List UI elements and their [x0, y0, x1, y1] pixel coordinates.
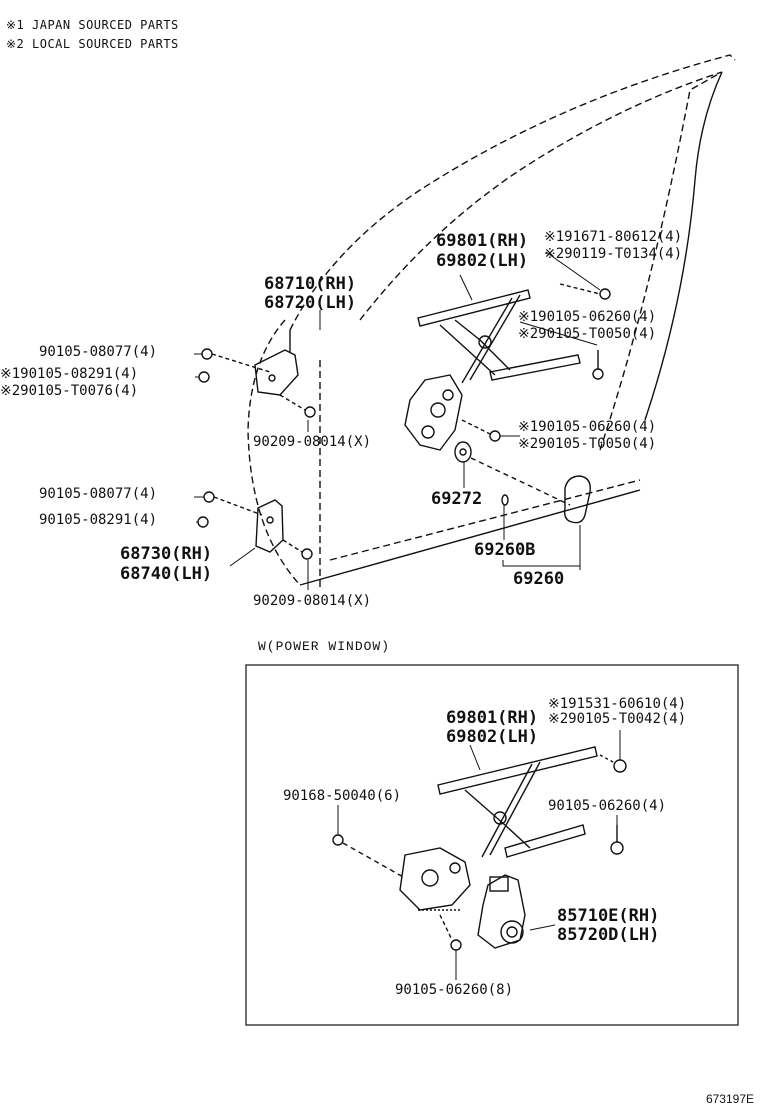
label-upper-hinge-rh: 68710(RH) [264, 274, 357, 294]
washer-69272 [454, 441, 472, 463]
label-pw-bolt-top-1: ※191531-60610(4) [548, 696, 687, 712]
label-hinge-upper-bolt-2: ※190105-08291(4) [0, 366, 139, 382]
label-hinge-upper-bolt-1: 90105-08077(4) [39, 344, 158, 360]
door-inner-bottom [329, 479, 641, 561]
power-window-box [245, 664, 739, 1026]
label-motor-lh: 85720D(LH) [557, 925, 660, 945]
label-lower-hinge-rh: 68730(RH) [120, 544, 213, 564]
window-handle [563, 475, 591, 524]
power-window-bolts [332, 730, 627, 980]
door-bottom-line [299, 489, 641, 586]
note-japan-sourced: ※1 JAPAN SOURCED PARTS [6, 18, 179, 32]
lower-hinge [255, 499, 313, 560]
label-plug-lower: 90209-08014(X) [253, 593, 372, 609]
label-hinge-upper-bolt-3: ※290105-T0076(4) [0, 383, 139, 399]
door-glass-inner [359, 71, 723, 451]
label-reg-bolt-2: ※290119-T0134(4) [544, 246, 683, 262]
label-pw-regulator-lh: 69802(LH) [446, 727, 539, 747]
label-pw-bolt-bottom: 90105-06260(8) [395, 982, 514, 998]
diagram-code: 673197E [705, 1092, 754, 1106]
label-handle-sub: 69260B [474, 540, 536, 560]
label-pw-bolt-left: 90168-50040(6) [283, 788, 402, 804]
label-washer: 69272 [431, 489, 483, 509]
label-pw-bolt-top-2: ※290105-T0042(4) [548, 711, 687, 727]
upper-window-regulator [404, 289, 581, 451]
label-hinge-lower-bolt-2: 90105-08291(4) [39, 512, 158, 528]
label-lower-hinge-lh: 68740(LH) [120, 564, 213, 584]
door-glass-edge [644, 71, 723, 421]
window-motor [477, 874, 526, 949]
label-hinge-lower-bolt-1: 90105-08077(4) [39, 486, 158, 502]
label-bolt-b2: ※290105-T0050(4) [518, 436, 657, 452]
label-handle: 69260 [513, 569, 565, 589]
label-regulator-lh: 69802(LH) [436, 251, 529, 271]
label-bolt-a2: ※290105-T0050(4) [518, 326, 657, 342]
upper-hinge [254, 330, 316, 418]
note-local-sourced: ※2 LOCAL SOURCED PARTS [6, 37, 179, 51]
label-pw-regulator-rh: 69801(RH) [446, 708, 539, 728]
label-bolt-a1: ※190105-06260(4) [518, 309, 657, 325]
label-motor-rh: 85710E(RH) [557, 906, 660, 926]
label-plug-upper: 90209-08014(X) [253, 434, 372, 450]
label-pw-bolt-right: 90105-06260(4) [548, 798, 667, 814]
label-upper-hinge-lh: 68720(LH) [264, 293, 357, 313]
door-body-outline [247, 319, 301, 586]
label-regulator-rh: 69801(RH) [436, 231, 529, 251]
door-window-frame [289, 54, 736, 331]
power-window-title: W(POWER WINDOW) [258, 639, 391, 654]
label-bolt-b1: ※190105-06260(4) [518, 419, 657, 435]
label-reg-bolt-1: ※191671-80612(4) [544, 229, 683, 245]
power-window-regulator [399, 746, 598, 911]
